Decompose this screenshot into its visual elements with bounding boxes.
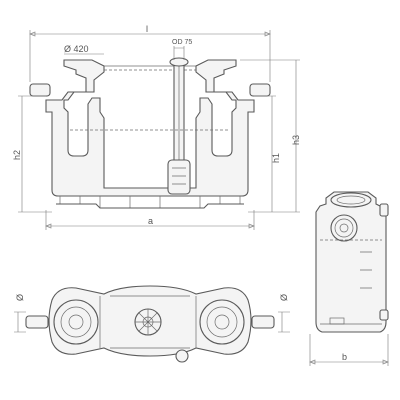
dim-l-label: l bbox=[146, 24, 148, 34]
side-hatch bbox=[330, 192, 372, 208]
tank-body-front bbox=[45, 59, 255, 197]
dim-a-label: a bbox=[148, 216, 153, 226]
dim-b-label: b bbox=[342, 352, 347, 362]
dim-dia-left-label: Ø bbox=[15, 294, 25, 301]
pipe-flange bbox=[169, 57, 189, 67]
dim-h1-label: h1 bbox=[271, 153, 281, 163]
top-outlet-bottom bbox=[175, 349, 189, 363]
dim-dia-right-label: Ø bbox=[279, 294, 289, 301]
top-view bbox=[25, 285, 275, 363]
dim-inlet-diameter-label: Ø 420 bbox=[64, 44, 89, 54]
dim-od-label: OD 75 bbox=[172, 39, 192, 46]
front-dimensions: l Ø 420 OD 75 h2 h1 h3 a bbox=[12, 24, 301, 230]
dim-h3-label: h3 bbox=[291, 135, 301, 145]
side-view: b bbox=[309, 191, 389, 366]
top-manhole-right bbox=[199, 299, 245, 345]
top-stub-left bbox=[25, 315, 49, 329]
dim-h2-label: h2 bbox=[12, 150, 22, 160]
outlet-stub-left bbox=[29, 83, 51, 97]
pump-unit-front bbox=[167, 159, 191, 195]
front-view bbox=[29, 57, 271, 209]
tank-body-side bbox=[315, 191, 387, 333]
top-dimensions: Ø Ø bbox=[14, 294, 290, 333]
top-stub-right bbox=[251, 315, 275, 329]
outlet-stub-right bbox=[249, 83, 271, 97]
top-manhole-left bbox=[53, 299, 99, 345]
